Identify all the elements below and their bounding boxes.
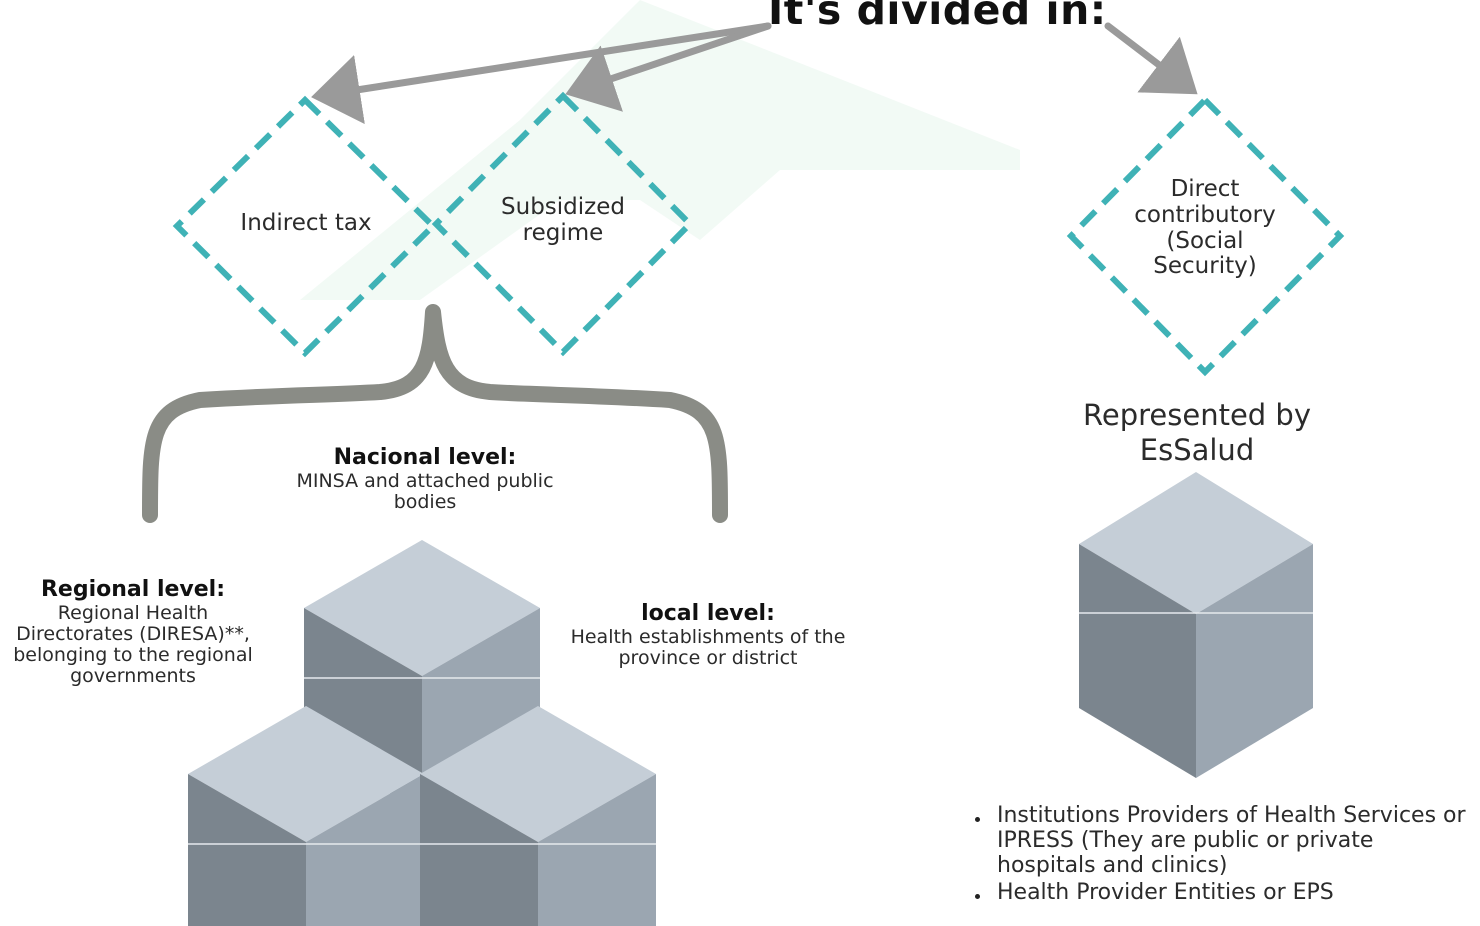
list-item: Health Provider Entities or EPS [975, 879, 1475, 906]
bullet-icon [975, 817, 980, 822]
national-level: Nacional level: MINSA and attached publi… [270, 445, 580, 513]
local-level-title: local level: [641, 601, 775, 626]
represented-by-label: Represented by EsSalud [1083, 398, 1311, 467]
background-arrow-shape [300, 0, 1020, 300]
regional-level-body: Regional Health Directorates (DIRESA)**,… [13, 601, 253, 688]
diamond-indirect-tax [172, 95, 438, 358]
diamond-label-subsidized-regime: Subsidized regime [501, 194, 625, 246]
regional-level: Regional level: Regional Health Director… [4, 577, 262, 688]
diamond-shapes [172, 91, 1345, 377]
cube-essalud [1079, 472, 1313, 778]
diamond-direct-contributory [1066, 95, 1345, 377]
national-level-body: MINSA and attached public bodies [296, 469, 554, 513]
arrow-to-indirect-tax [311, 22, 772, 125]
diamond-label-direct-contributory: Direct contributory (Social Security) [1134, 176, 1276, 280]
essalud-providers-list: Institutions Providers of Health Service… [975, 803, 1475, 907]
local-level-body: Health establishments of the province or… [570, 625, 846, 669]
bullet-icon [975, 893, 980, 899]
curly-brace [142, 304, 728, 523]
title-arrows [311, 22, 1198, 125]
diamond-label-indirect-tax: Indirect tax [240, 210, 372, 236]
cube-cluster [188, 540, 656, 926]
cube-bottom-right [420, 706, 656, 926]
page-title: It's divided in: [768, 0, 1107, 34]
arrow-to-subsidized-regime [565, 22, 772, 112]
arrow-to-direct-contributory [1104, 22, 1198, 95]
list-item: Institutions Providers of Health Service… [975, 803, 1475, 879]
local-level: local level: Health establishments of th… [566, 601, 850, 669]
cube-bottom-left [188, 706, 424, 926]
list-item-text: Institutions Providers of Health Service… [997, 803, 1466, 878]
list-item-text: Health Provider Entities or EPS [997, 879, 1334, 905]
national-level-title: Nacional level: [333, 445, 517, 470]
regional-level-title: Regional level: [40, 577, 226, 602]
diamond-subsidized-regime [431, 91, 695, 357]
